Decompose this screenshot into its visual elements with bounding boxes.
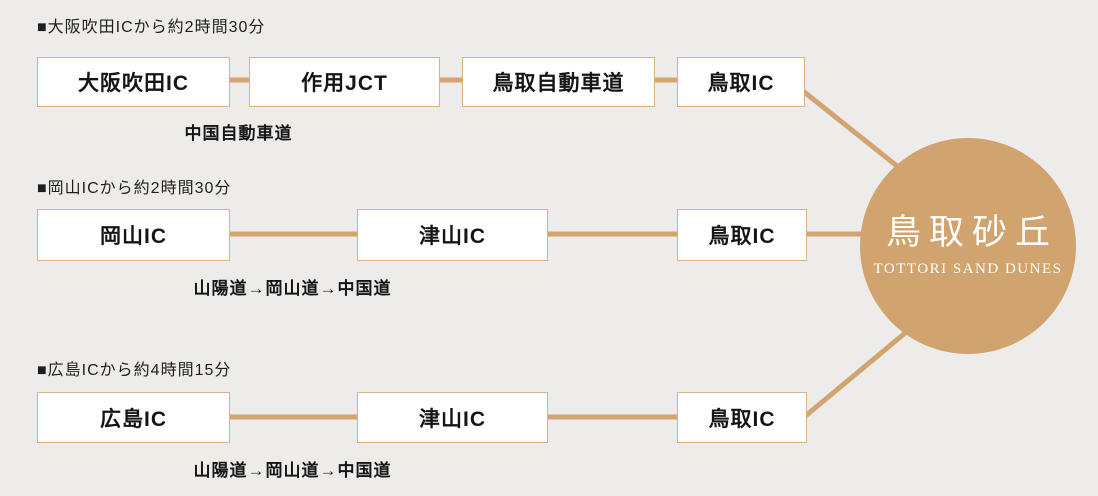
destination-subtitle: TOTTORI SAND DUNES xyxy=(873,261,1063,278)
stop-box-osaka-suita-ic: 大阪吹田IC xyxy=(37,57,230,107)
stop-box-tsuyama-ic-1: 津山IC xyxy=(357,209,548,261)
stop-box-tottori-ic-3: 鳥取IC xyxy=(677,392,807,443)
route-heading-okayama: ■岡山ICから約2時間30分 xyxy=(37,180,232,197)
stop-box-hiroshima-ic: 広島IC xyxy=(37,392,230,443)
road-label-chugoku-expressway: 中国自動車道 xyxy=(184,124,293,143)
stop-box-okayama-ic: 岡山IC xyxy=(37,209,230,261)
destination-title: 鳥取砂丘 xyxy=(885,212,1058,252)
stop-box-tottori-ic-2: 鳥取IC xyxy=(677,209,807,261)
stop-box-tsuyama-ic-2: 津山IC xyxy=(357,392,548,443)
route-heading-hiroshima: ■広島ICから約4時間15分 xyxy=(37,362,232,379)
destination-circle: 鳥取砂丘 TOTTORI SAND DUNES xyxy=(860,138,1076,354)
stop-box-tottori-ic-1: 鳥取IC xyxy=(677,57,805,107)
road-label-sanyo-okayama-chugoku-1: 山陽道→岡山道→中国道 xyxy=(193,279,392,298)
stop-box-tottori-expressway: 鳥取自動車道 xyxy=(462,57,655,107)
route-heading-osaka: ■大阪吹田ICから約2時間30分 xyxy=(37,19,266,36)
road-label-sanyo-okayama-chugoku-2: 山陽道→岡山道→中国道 xyxy=(193,461,392,480)
stop-box-sayo-jct: 作用JCT xyxy=(249,57,440,107)
